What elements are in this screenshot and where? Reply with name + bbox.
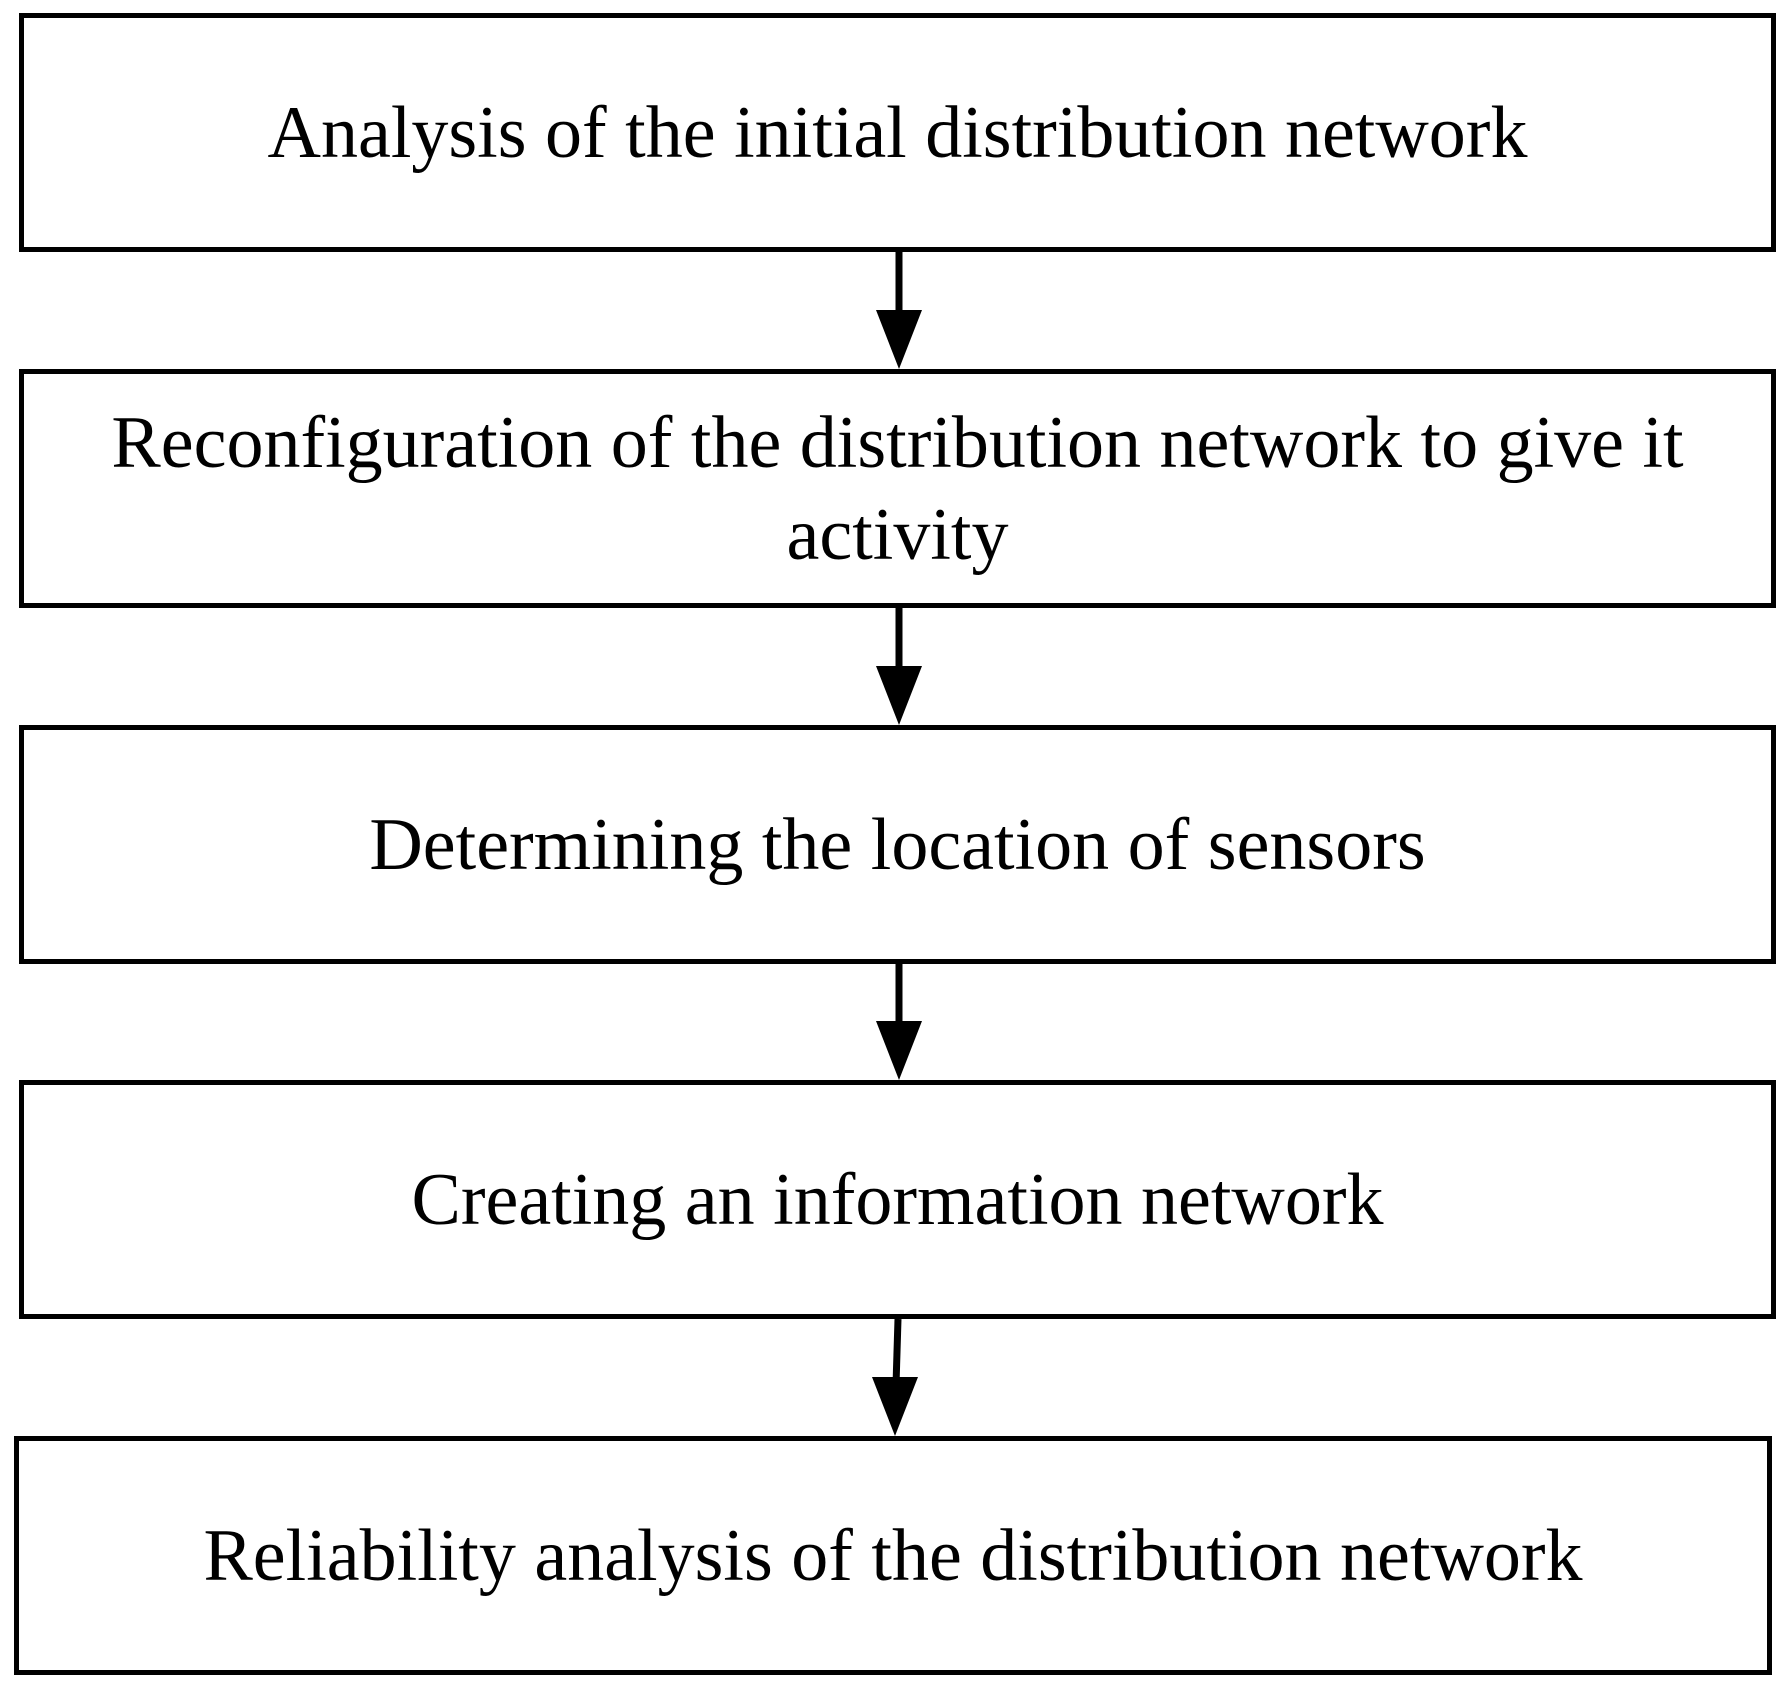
- step-label: Creating an information network: [411, 1158, 1384, 1241]
- step-label: Reconfiguration of the distribution netw…: [111, 401, 1684, 576]
- arrow-step2-to-step3: [876, 608, 922, 725]
- step-box-information-network: Creating an information network: [19, 1080, 1776, 1319]
- step-box-reliability-analysis: Reliability analysis of the distribution…: [14, 1436, 1772, 1675]
- step-label: Determining the location of sensors: [369, 803, 1426, 886]
- arrow-step1-to-step2: [876, 252, 922, 369]
- step-box-analysis-initial-network: Analysis of the initial distribution net…: [19, 13, 1776, 252]
- arrow-step4-to-step5: [872, 1318, 918, 1436]
- arrow-step3-to-step4: [876, 964, 922, 1080]
- step-label: Reliability analysis of the distribution…: [203, 1514, 1583, 1597]
- step-box-sensor-location: Determining the location of sensors: [19, 725, 1776, 964]
- step-label: Analysis of the initial distribution net…: [267, 91, 1528, 174]
- step-box-reconfiguration: Reconfiguration of the distribution netw…: [19, 369, 1776, 608]
